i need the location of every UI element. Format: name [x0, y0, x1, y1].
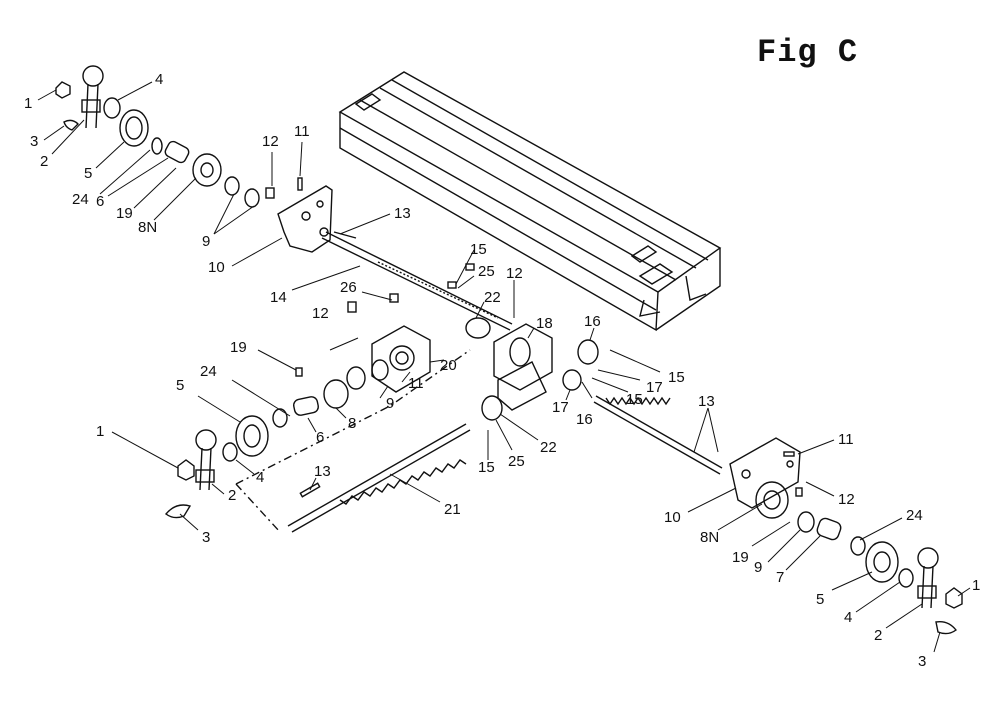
middle-plate-assembly: [164, 293, 471, 533]
callout-3-right: 3: [918, 653, 926, 670]
callout-4-mid: 4: [256, 469, 264, 486]
callout-17-b: 17: [552, 399, 569, 416]
callout-24: 24: [72, 191, 89, 208]
lower-right-handle-assembly: [593, 395, 963, 635]
callout-25: 25: [478, 263, 495, 280]
callout-1-mid: 1: [96, 423, 104, 440]
callout-9: 9: [202, 233, 210, 250]
callout-22-mid: 22: [540, 439, 557, 456]
callout-22: 22: [484, 289, 501, 306]
callout-6: 6: [96, 193, 104, 210]
callout-15-right: 15: [668, 369, 685, 386]
callout-21: 21: [444, 501, 461, 518]
callout-24-right: 24: [906, 507, 923, 524]
callout-13-right: 13: [698, 393, 715, 410]
callout-8N-right: 8N: [700, 529, 719, 546]
callout-14: 14: [270, 289, 287, 306]
callout-19: 19: [116, 205, 133, 222]
callout-11: 11: [294, 123, 310, 140]
callout-11-right: 11: [838, 431, 854, 448]
callout-15-right-b: 15: [626, 391, 643, 408]
callout-12-mid: 12: [506, 265, 523, 282]
center-gearbox: [447, 263, 599, 421]
callout-12-right: 12: [838, 491, 855, 508]
callout-5-mid: 5: [176, 377, 184, 394]
callout-4-right: 4: [844, 609, 852, 626]
callout-26: 26: [340, 279, 357, 296]
callout-12-plate: 12: [312, 305, 329, 322]
work-table: [338, 71, 722, 332]
callout-1-right: 1: [972, 577, 980, 594]
callout-4: 4: [155, 71, 163, 88]
callout-labels: 1 3 2 4 5 24 6 19 8N 9 10 12 11 13 14 26…: [24, 71, 980, 670]
callout-1: 1: [24, 95, 32, 112]
callout-13-mid: 13: [314, 463, 331, 480]
leader-lines: [37, 81, 971, 653]
callout-17: 17: [646, 379, 663, 396]
callout-5-right: 5: [816, 591, 824, 608]
callout-15: 15: [470, 241, 487, 258]
callout-8N: 8N: [138, 219, 157, 236]
callout-9-mid: 9: [386, 395, 394, 412]
callout-25-low: 25: [508, 453, 525, 470]
callout-6-mid: 6: [316, 429, 324, 446]
callout-8: 8: [348, 415, 356, 432]
callout-19-mid: 19: [230, 339, 247, 356]
callout-3: 3: [30, 133, 38, 150]
callout-10-right: 10: [664, 509, 681, 526]
callout-15-low: 15: [478, 459, 495, 476]
callout-7: 7: [776, 569, 784, 586]
callout-19-right: 19: [732, 549, 749, 566]
lower-leadscrew: [287, 423, 471, 533]
callout-20: 20: [440, 357, 457, 374]
callout-2-right: 2: [874, 627, 882, 644]
callout-9-right: 9: [754, 559, 762, 576]
upper-left-handle-assembly: [55, 65, 513, 331]
callout-18: 18: [536, 315, 553, 332]
callout-24-mid: 24: [200, 363, 217, 380]
callout-16: 16: [584, 313, 601, 330]
callout-10: 10: [208, 259, 225, 276]
callout-2: 2: [40, 153, 48, 170]
callout-12: 12: [262, 133, 279, 150]
callout-16-b: 16: [576, 411, 593, 428]
callout-3-mid: 3: [202, 529, 210, 546]
callout-5: 5: [84, 165, 92, 182]
figure-title: Fig C: [757, 34, 859, 71]
callout-13: 13: [394, 205, 411, 222]
callout-11-mid: 11: [408, 375, 424, 392]
callout-2-mid: 2: [228, 487, 236, 504]
